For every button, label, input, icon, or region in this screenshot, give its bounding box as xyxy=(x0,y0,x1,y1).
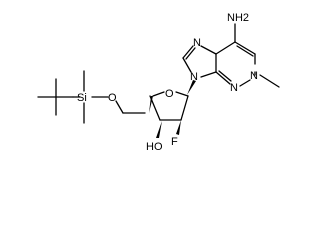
amine-label: NH2 xyxy=(227,12,249,24)
bond xyxy=(234,41,256,55)
n9-atom-label: N xyxy=(190,71,198,83)
bond xyxy=(149,95,161,121)
bond xyxy=(152,91,165,97)
ring-oxygen-label: O xyxy=(165,88,174,100)
bond xyxy=(236,45,254,57)
ether-linker: O xyxy=(108,92,146,114)
pyrimidine-nitrogen-bottom-label: N xyxy=(230,82,238,94)
bond xyxy=(185,47,196,60)
molecule-structure-diagram: Si O O HO F N N xyxy=(37,12,280,153)
bond xyxy=(215,71,231,85)
bond xyxy=(259,74,280,88)
sugar-ring: O HO F xyxy=(146,80,196,153)
silyl-group: Si xyxy=(72,70,109,124)
ether-oxygen-label: O xyxy=(108,92,117,104)
fluorine-label: F xyxy=(171,136,178,148)
hydroxyl-label: HO xyxy=(146,141,163,153)
imidazole-ring: N N xyxy=(182,37,217,83)
wedge-bond xyxy=(176,120,181,135)
bond xyxy=(175,91,189,97)
silicon-atom-label: Si xyxy=(77,92,87,104)
bond xyxy=(115,100,124,114)
bond xyxy=(182,45,194,59)
wedge-bond xyxy=(187,80,196,95)
bond xyxy=(182,57,192,73)
bond xyxy=(200,45,217,55)
wedge-bond xyxy=(156,121,162,138)
tert-butyl-group xyxy=(37,78,74,116)
bond xyxy=(200,71,217,78)
pyrimidine-ring: N N NH2 xyxy=(215,12,280,94)
bond xyxy=(218,70,232,82)
bond xyxy=(215,41,236,55)
pyrimidine-nitrogen-right-label: N xyxy=(250,70,258,82)
bond xyxy=(239,79,251,87)
imidazole-nitrogen-label: N xyxy=(193,37,201,49)
bond xyxy=(180,95,189,121)
